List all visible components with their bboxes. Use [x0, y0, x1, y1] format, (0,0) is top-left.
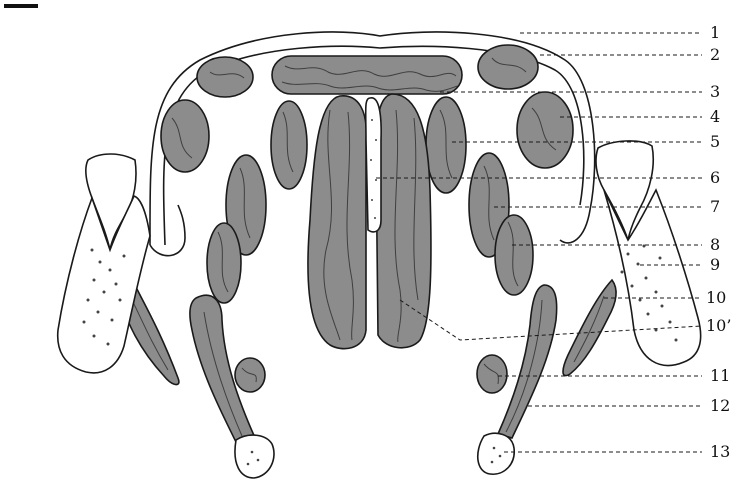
corner-mark	[4, 4, 38, 8]
label-10p: 10’	[706, 316, 731, 335]
muscle-right-lower-b	[495, 215, 533, 295]
muscle-right-upper	[517, 92, 573, 168]
central-septum	[366, 98, 381, 232]
muscle-center-left	[308, 96, 366, 349]
muscle-left-mid	[271, 101, 307, 189]
muscle-left-small	[235, 358, 265, 392]
label-7: 7	[710, 197, 720, 216]
muscle-left-upper	[161, 100, 209, 172]
label-12: 12	[710, 396, 730, 415]
label-1: 1	[710, 23, 720, 42]
label-6: 6	[710, 168, 720, 187]
right-hyoid-bone	[478, 433, 514, 474]
muscle-top-center	[272, 56, 462, 94]
sheath-left-end	[150, 205, 185, 256]
label-5: 5	[710, 132, 720, 151]
left-hyoid-bone	[235, 435, 274, 478]
label-2: 2	[710, 45, 720, 64]
muscle-top-left	[197, 57, 253, 97]
muscle-right-long	[498, 285, 557, 438]
label-4: 4	[710, 107, 720, 126]
label-3: 3	[710, 82, 720, 101]
hyoid-stipple	[247, 447, 502, 466]
muscle-right-jaw	[563, 280, 616, 376]
muscle-right-small	[477, 355, 507, 393]
label-8: 8	[710, 235, 720, 254]
number-labels: 1 2 3 4 5 6 7 8 9 10 10’ 11 12 13	[706, 23, 731, 461]
label-9: 9	[710, 255, 720, 274]
label-13: 13	[710, 442, 730, 461]
muscle-top-right	[478, 45, 538, 89]
muscle-left-lower-b	[207, 223, 241, 303]
muscle-center-right	[376, 94, 431, 348]
label-11: 11	[710, 366, 730, 385]
label-10: 10	[706, 288, 726, 307]
